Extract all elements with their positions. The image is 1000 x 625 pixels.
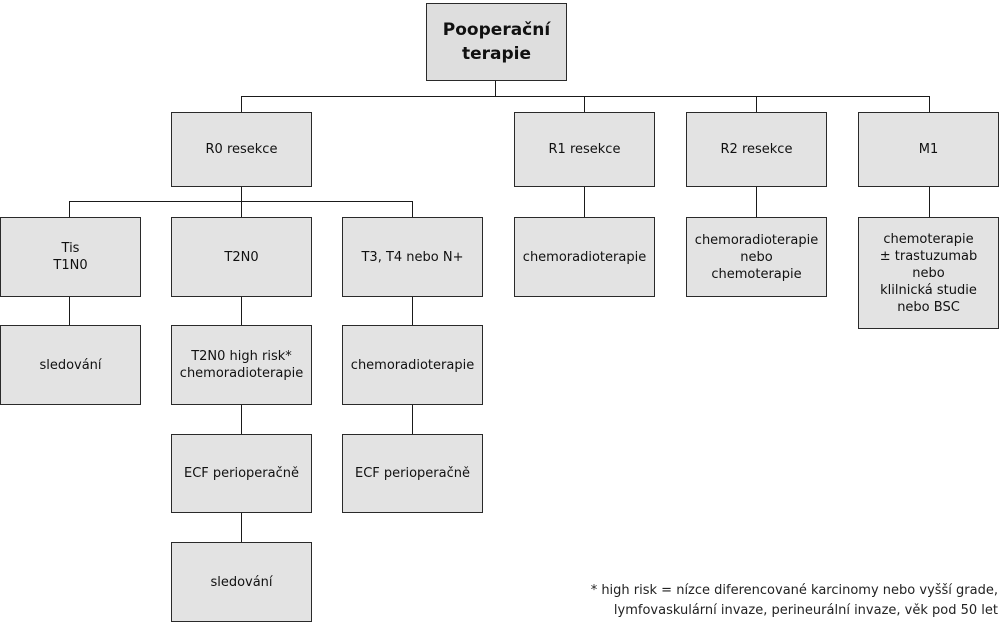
node-label: chemoterapie ± trastuzumab nebo klilnick… — [879, 231, 978, 315]
node-label: ECF perioperačně — [183, 466, 299, 481]
node-label: R1 resekce — [548, 142, 621, 157]
node-label: R0 resekce — [205, 142, 278, 157]
node-label: sledování — [39, 357, 102, 373]
node-tis-t1n0: Tis T1N0 — [0, 217, 141, 297]
connector — [241, 96, 242, 112]
node-t2n0-high-risk: T2N0 high risk* chemoradioterapie — [171, 325, 312, 405]
node-r1-chemoradioterapie: chemoradioterapie — [514, 217, 655, 297]
connector — [241, 201, 242, 217]
connector — [241, 512, 242, 542]
connector — [412, 296, 413, 325]
footnote: * high risk = nízce diferencované karcin… — [591, 581, 998, 621]
node-label: T2N0 high risk* chemoradioterapie — [179, 349, 304, 381]
node-label: Pooperační terapie — [442, 20, 551, 64]
node-label: T3, T4 nebo N+ — [361, 249, 464, 265]
node-t2n0: T2N0 — [171, 217, 312, 297]
connector — [241, 96, 930, 97]
connector — [756, 186, 757, 217]
connector — [584, 96, 585, 112]
connector — [756, 96, 757, 112]
node-t3-ecf: ECF perioperačně — [342, 434, 483, 513]
connector — [412, 404, 413, 434]
node-r2-resekce: R2 resekce — [686, 112, 827, 187]
connector — [241, 404, 242, 434]
connector — [412, 201, 413, 217]
node-t2n0-ecf: ECF perioperačně — [171, 434, 312, 513]
node-label: M1 — [918, 142, 939, 157]
connector — [929, 186, 930, 217]
node-r0-resekce: R0 resekce — [171, 112, 312, 187]
footnote-line: lymfovaskulární invaze, perineurální inv… — [613, 603, 998, 618]
node-label: R2 resekce — [720, 142, 793, 157]
node-label: chemoradioterapie — [522, 249, 647, 265]
node-t2n0-sledovani: sledování — [171, 542, 312, 622]
node-m1: M1 — [858, 112, 999, 187]
node-t3-t4-n-plus: T3, T4 nebo N+ — [342, 217, 483, 297]
connector — [241, 296, 242, 325]
node-t3-chemoradioterapie: chemoradioterapie — [342, 325, 483, 405]
footnote-line: * high risk = nízce diferencované karcin… — [590, 583, 998, 598]
connector — [241, 186, 242, 202]
node-label: Tis T1N0 — [53, 241, 88, 273]
node-r2-treatment: chemoradioterapie nebo chemoterapie — [686, 217, 827, 297]
node-label: ECF perioperačně — [354, 466, 470, 481]
node-m1-treatment: chemoterapie ± trastuzumab nebo klilnick… — [858, 217, 999, 329]
root-node-pooperacni-terapie: Pooperační terapie — [426, 3, 567, 81]
connector — [929, 96, 930, 112]
node-tis-sledovani: sledování — [0, 325, 141, 405]
node-label: chemoradioterapie — [350, 357, 475, 373]
connector — [69, 296, 70, 325]
connector — [584, 186, 585, 217]
node-label: T2N0 — [224, 249, 259, 265]
node-label: chemoradioterapie nebo chemoterapie — [694, 232, 819, 282]
connector — [495, 81, 496, 97]
connector — [69, 201, 70, 217]
node-r1-resekce: R1 resekce — [514, 112, 655, 187]
node-label: sledování — [210, 574, 273, 590]
